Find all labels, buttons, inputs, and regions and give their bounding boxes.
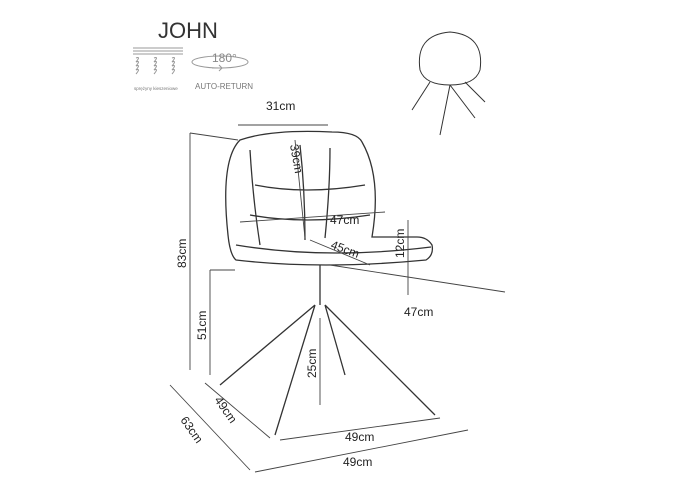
dim-backrest-height: 39cm [287,143,306,174]
dim-backrest-top-width: 31cm [266,99,295,113]
product-name: JOHN [158,18,218,43]
dim-leg-height: 25cm [305,349,319,378]
chair-front-view [219,130,436,436]
springs-label: sprężyny kieszeniowe [134,86,178,91]
rotation-icon [191,55,249,72]
rotation-label: AUTO-RETURN [195,82,253,91]
dim-backrest-width: 47cm [330,213,359,227]
pocket-springs-icon [133,47,183,75]
dim-seat-height: 51cm [195,311,209,340]
dim-total-width: 49cm [343,455,372,469]
dim-base-depth: 49cm [212,394,240,426]
chair-rear-view [411,31,486,136]
rotation-degrees: 180° [212,51,237,65]
dim-armrest-height: 12cm [393,229,407,258]
dim-seat-width: 47cm [404,305,433,319]
dim-base-width: 49cm [345,430,374,444]
dim-total-height: 83cm [175,239,189,268]
dim-seat-depth: 45cm [329,238,361,261]
dimension-lines [169,124,506,473]
